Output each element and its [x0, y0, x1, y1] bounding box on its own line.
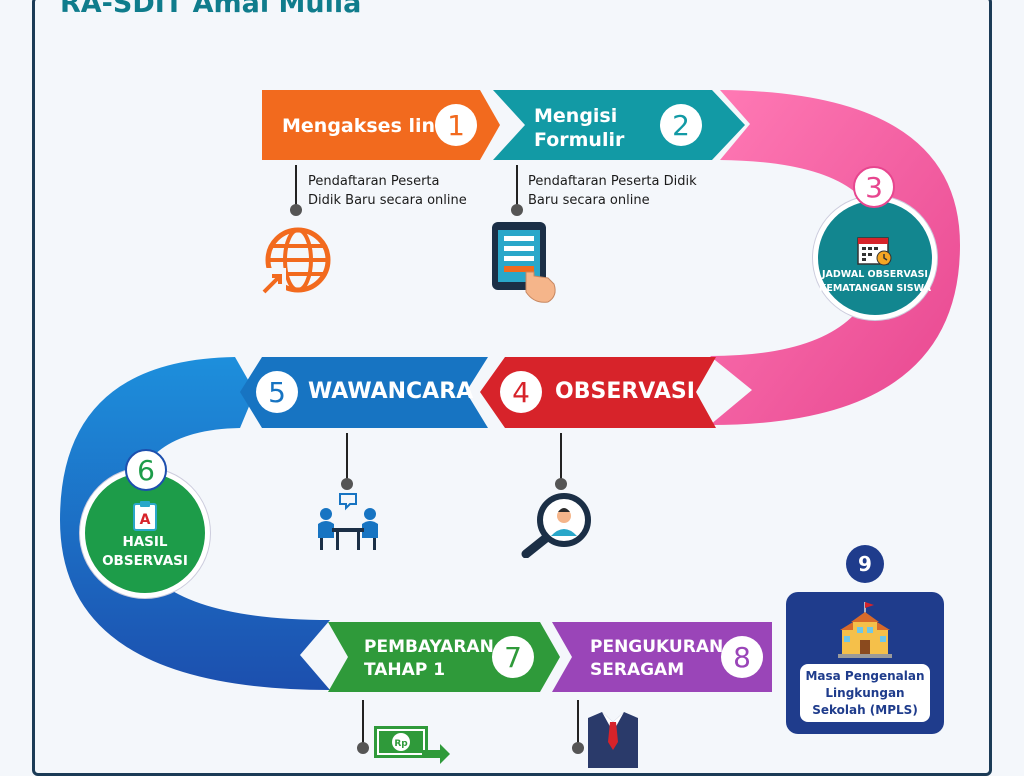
step-5-number: 5	[256, 371, 298, 413]
svg-text:A: A	[140, 512, 151, 528]
step-7-label: PEMBAYARAN TAHAP 1	[364, 637, 494, 680]
connector-4	[560, 433, 562, 481]
clipboard-grade-icon: A	[133, 501, 157, 531]
step-1-label: Mengakses link	[282, 115, 448, 137]
connector-dot-5	[341, 478, 353, 490]
step-8-number: 8	[721, 636, 763, 678]
arrow-step-1	[262, 90, 500, 160]
step-2-description: Pendaftaran Peserta Didik Baru secara on…	[528, 174, 697, 208]
step-6-number: 6	[125, 449, 167, 491]
step-8-label: PENGUKURAN SERAGAM	[590, 637, 724, 680]
arrow-step-8	[552, 622, 772, 692]
connector-7	[362, 700, 364, 748]
step-1-description: Pendaftaran Peserta Didik Baru secara on…	[308, 174, 467, 208]
step-3-bubble: JADWAL OBSERVASI KEMATANGAN SISWA	[813, 196, 937, 320]
interview-icon	[318, 493, 378, 550]
arrow-step-5	[240, 357, 488, 428]
connector-dot-1	[290, 204, 302, 216]
connector-2	[516, 165, 518, 207]
connector-8	[577, 700, 579, 748]
step-9-number: 9	[846, 545, 884, 583]
connector-dot-8	[572, 742, 584, 754]
step-9-box: Masa Pengenalan Lingkungan Sekolah (MPLS…	[786, 592, 944, 734]
step-6-label: HASIL OBSERVASI	[102, 534, 188, 569]
connector-dot-7	[357, 742, 369, 754]
magnifier-person-icon	[521, 493, 591, 558]
connector-1	[295, 165, 297, 207]
arrow-step-4	[480, 357, 716, 428]
step-9-label: Masa Pengenalan Lingkungan Sekolah (MPLS…	[800, 664, 930, 722]
connector-dot-2	[511, 204, 523, 216]
step-2-number: 2	[660, 104, 702, 146]
tablet-form-icon	[492, 222, 556, 303]
step-4-label: OBSERVASI	[555, 379, 695, 404]
step-5-label: WAWANCARA	[308, 379, 474, 404]
money-transfer-icon: Rp	[374, 726, 450, 764]
step-6-bubble: A HASIL OBSERVASI	[80, 468, 210, 598]
calendar-icon	[857, 237, 892, 266]
curve-pink	[710, 90, 960, 425]
step-3-number: 3	[853, 166, 895, 208]
connector-dot-4	[555, 478, 567, 490]
step-3-label: JADWAL OBSERVASI KEMATANGAN SISWA	[819, 269, 931, 294]
step-4-number: 4	[500, 371, 542, 413]
globe-link-icon	[260, 227, 331, 294]
school-title: RA-SDIT Amal Mulia	[60, 0, 362, 19]
uniform-icon	[588, 712, 638, 768]
step-1-number: 1	[435, 104, 477, 146]
school-building-icon	[838, 602, 892, 658]
curve-blue	[60, 357, 330, 690]
connector-5	[346, 433, 348, 481]
step-7-number: 7	[492, 636, 534, 678]
svg-text:Rp: Rp	[394, 739, 408, 749]
step-2-label: Mengisi Formulir	[534, 105, 625, 151]
